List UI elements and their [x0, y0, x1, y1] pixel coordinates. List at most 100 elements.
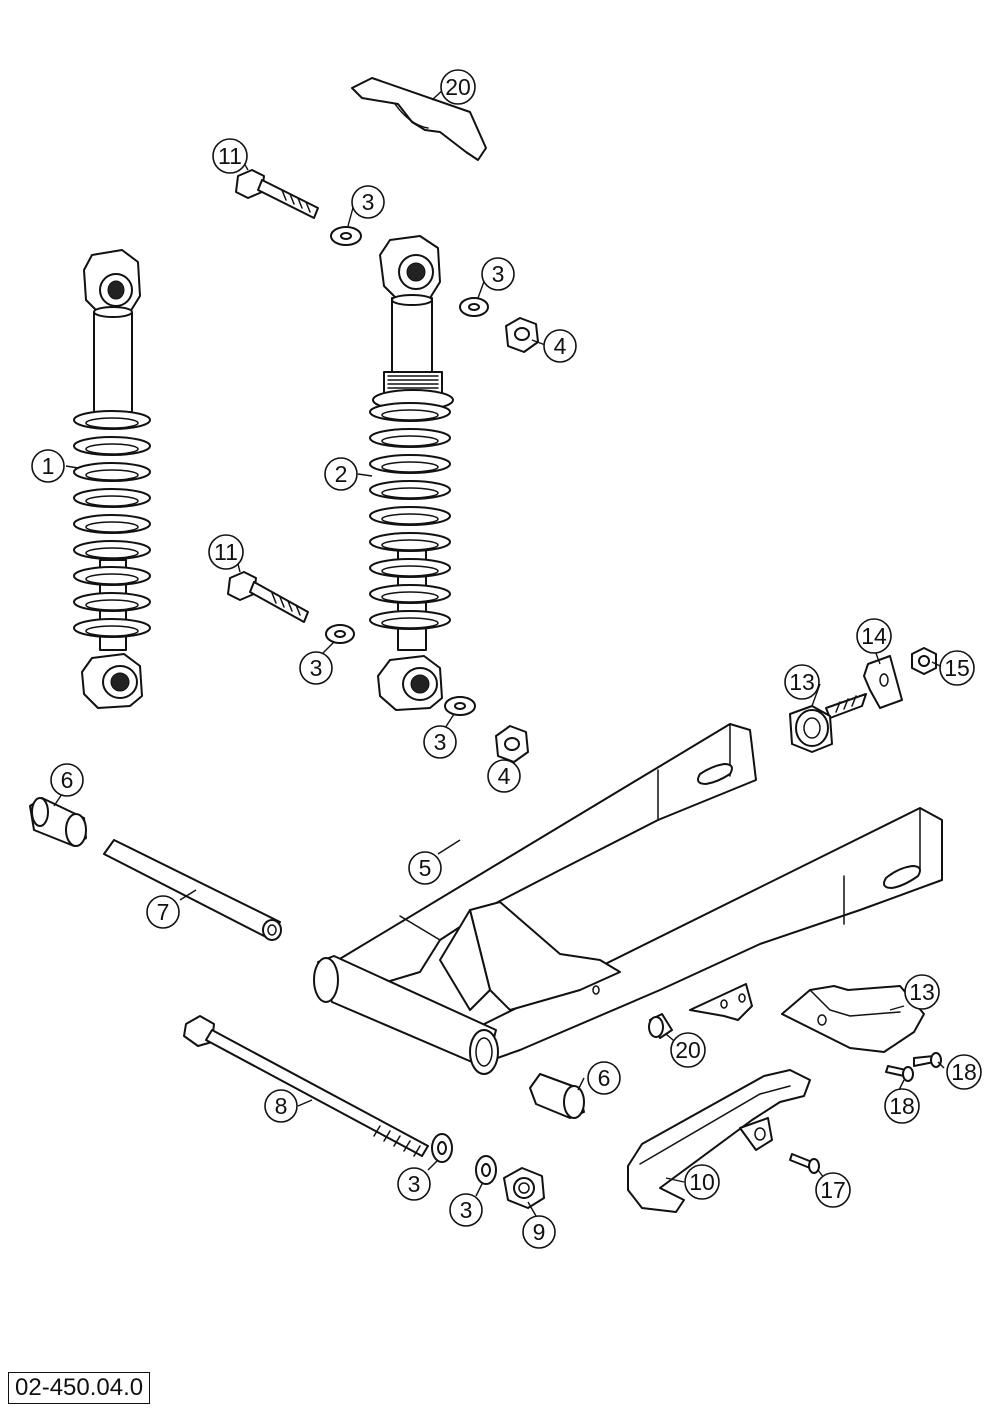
spring-coil	[369, 402, 451, 422]
spring-coil-inner	[85, 443, 139, 455]
callout-3: 3	[481, 257, 515, 291]
spring-coil-inner	[381, 565, 439, 577]
chain-slider-part	[627, 1069, 811, 1213]
callout-label-10: 10	[689, 1169, 715, 1195]
callout-label-8: 8	[275, 1093, 288, 1119]
callout-label-20: 20	[675, 1037, 701, 1063]
callout-6: 6	[587, 1061, 621, 1095]
spring-coil	[73, 540, 151, 560]
callout-label-3: 3	[310, 655, 323, 681]
callout-18: 18	[884, 1088, 920, 1124]
callout-13: 13	[904, 974, 940, 1010]
callout-label-3: 3	[460, 1197, 473, 1223]
spring-coil-inner	[381, 409, 439, 421]
callout-15: 14	[856, 618, 892, 654]
shock-absorber-right-part	[369, 235, 454, 711]
spring-coil-inner	[381, 461, 439, 473]
callout-3: 3	[351, 185, 385, 219]
spring-coil-inner	[381, 435, 439, 447]
spring-coil	[369, 506, 451, 526]
hex-bolt-upper-part	[235, 169, 319, 219]
callout-label-11: 11	[214, 539, 238, 565]
spring-coil	[369, 584, 451, 604]
callout-4: 4	[543, 329, 577, 363]
callout-label-18: 18	[951, 1059, 977, 1085]
spring-coil-inner	[85, 469, 139, 481]
spring-coil	[73, 462, 151, 482]
screw-18-lower-part	[885, 1065, 914, 1082]
pivot-bolt-part	[183, 1015, 429, 1157]
screw-18-upper-part	[913, 1052, 942, 1068]
sleeve-part	[103, 839, 282, 941]
callout-3: 3	[397, 1167, 431, 1201]
screw-17-part	[789, 1153, 820, 1174]
spring-coil	[369, 558, 451, 578]
adjuster-plate-part	[863, 655, 903, 709]
spring-coil-inner	[85, 573, 139, 585]
shock-absorber-left-part	[73, 249, 151, 709]
spring-coil-inner	[381, 539, 439, 551]
callout-3: 3	[299, 651, 333, 685]
callout-4: 4	[487, 759, 521, 793]
spring-coil	[73, 436, 151, 456]
bushing-upper-part	[29, 797, 87, 847]
callout-3: 3	[449, 1193, 483, 1227]
spring-coil-inner	[85, 417, 139, 429]
callout-label-3: 3	[492, 261, 505, 287]
callout-label-4: 4	[554, 333, 567, 359]
callout-11-upper: 11	[212, 138, 248, 174]
callout-label-9: 9	[533, 1219, 546, 1245]
callout-14: 13	[784, 664, 820, 700]
spring-coil-inner	[381, 487, 439, 499]
callout-label-18: 18	[889, 1093, 915, 1119]
callout-label-19: 20	[445, 74, 471, 100]
spring-coil	[73, 618, 151, 638]
callout-2: 2	[324, 457, 358, 491]
callout-18: 18	[946, 1054, 982, 1090]
spring-coil-inner	[85, 625, 139, 637]
callout-label-2: 2	[335, 461, 348, 487]
spring-coil-inner	[381, 617, 439, 629]
callout-label-6: 6	[598, 1065, 611, 1091]
callout-label-6: 6	[61, 767, 74, 793]
callout-label-3: 3	[434, 729, 447, 755]
callout-7: 7	[146, 895, 180, 929]
callout-3: 3	[423, 725, 457, 759]
callout-9: 9	[522, 1215, 556, 1249]
collar-nut-part	[503, 1167, 545, 1209]
callout-10: 10	[684, 1164, 720, 1200]
drawing-number: 02-450.04.0	[8, 1372, 151, 1404]
callout-label-16: 15	[944, 655, 970, 681]
spring-coil	[73, 566, 151, 586]
callout-8: 8	[264, 1089, 298, 1123]
spring-coil	[369, 480, 451, 500]
callout-20: 20	[670, 1032, 706, 1068]
nut-upper-part	[505, 317, 539, 353]
callout-label-13: 13	[909, 979, 935, 1005]
callout-label-3: 3	[408, 1171, 421, 1197]
swingarm-part	[313, 723, 943, 1075]
spring-coil	[73, 410, 151, 430]
spacer-part	[648, 1013, 673, 1039]
spring-coil	[369, 428, 451, 448]
callout-5: 5	[408, 851, 442, 885]
callout-label-3: 3	[362, 189, 375, 215]
spring-coil-inner	[381, 513, 439, 525]
spring-coil	[73, 488, 151, 508]
spring-coil-inner	[85, 547, 139, 559]
callout-16: 15	[939, 650, 975, 686]
spring-coil-inner	[85, 495, 139, 507]
chain-guide-plate-part	[781, 985, 925, 1053]
bushing-lower-part	[529, 1073, 585, 1119]
adjuster-nut-part	[911, 647, 937, 675]
callout-label-5: 5	[419, 855, 432, 881]
hook-wrench-part	[351, 77, 487, 161]
spring-coil-inner	[85, 521, 139, 533]
spring-coil	[369, 532, 451, 552]
callout-1: 1	[31, 449, 65, 483]
spring-coil	[369, 454, 451, 474]
spring-coil-inner	[381, 591, 439, 603]
callout-17: 17	[815, 1172, 851, 1208]
callout-label-14: 13	[789, 669, 815, 695]
